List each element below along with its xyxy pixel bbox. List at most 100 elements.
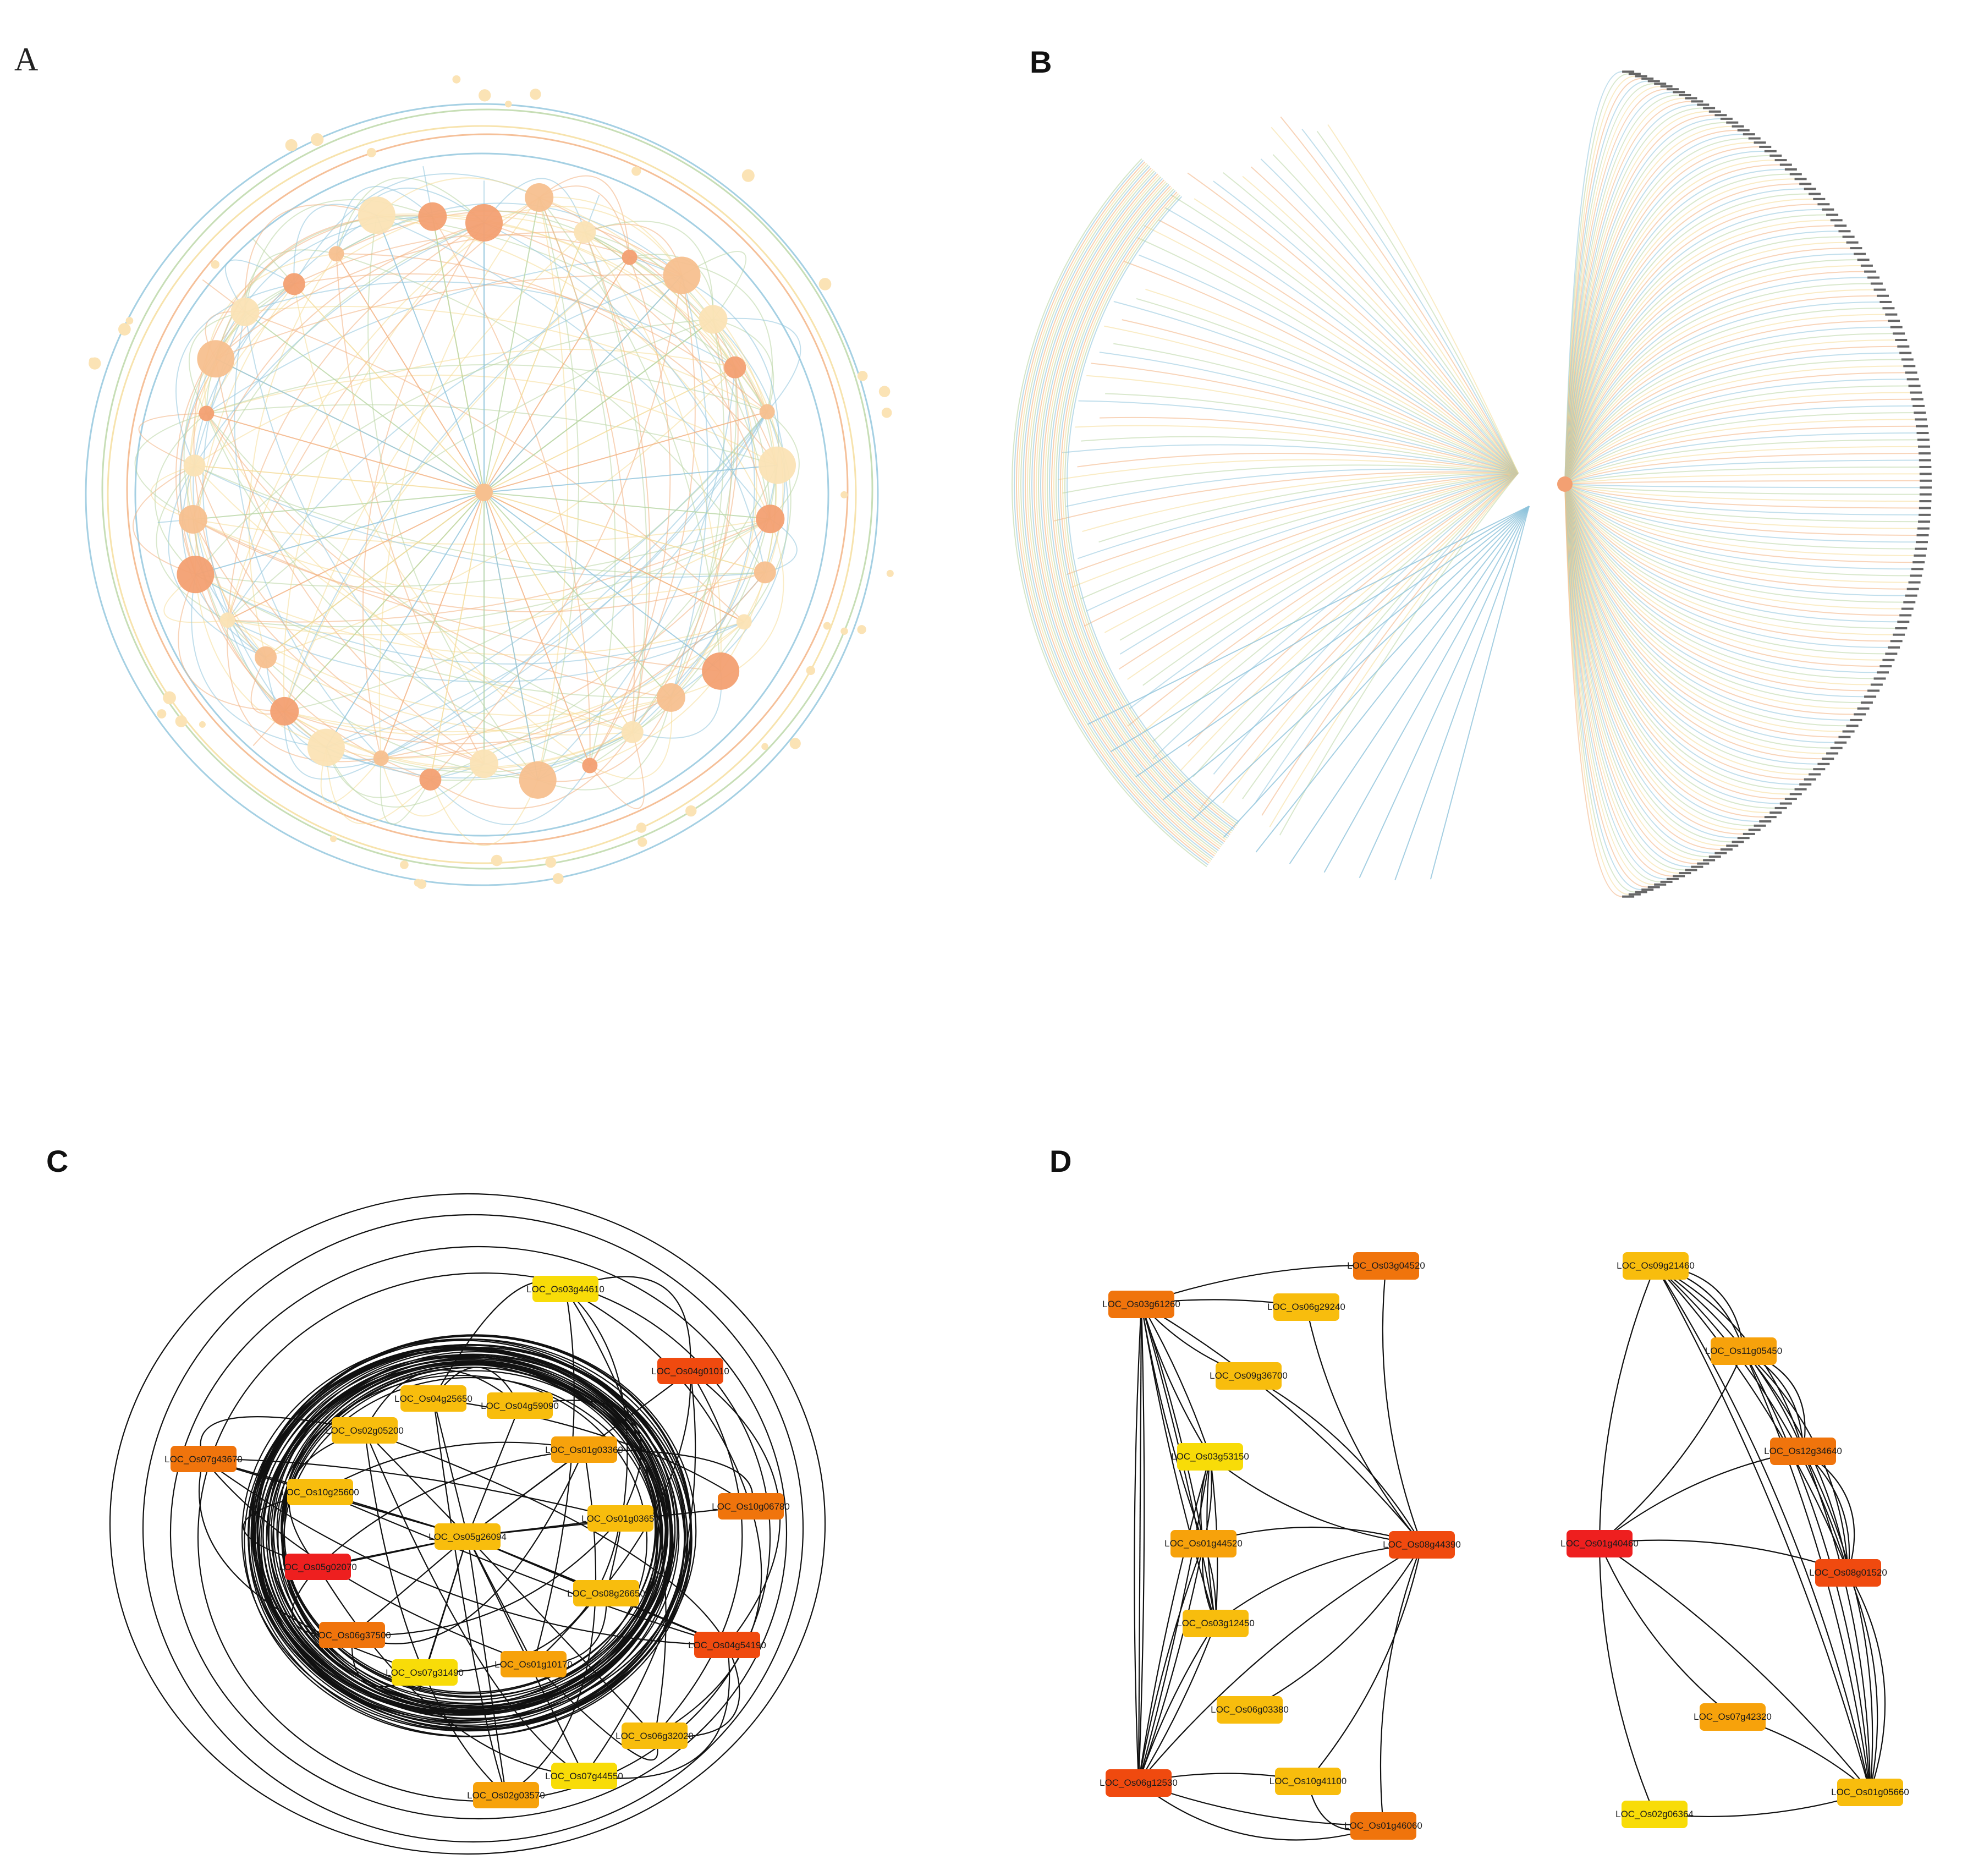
leaf-label-tick	[1784, 798, 1797, 800]
gene-node-label: LOC_Os03g61260	[1102, 1299, 1180, 1309]
spoke-edge	[376, 215, 485, 493]
gene-node-loc-os01g05660[interactable]: LOC_Os01g05660	[1831, 1779, 1909, 1806]
network-edge	[194, 465, 765, 575]
gene-node-loc-os01g46060[interactable]: LOC_Os01g46060	[1344, 1812, 1422, 1840]
gene-node-loc-os09g36700[interactable]: LOC_Os09g36700	[1210, 1362, 1288, 1390]
outer-arc-edge	[1045, 181, 1227, 841]
fan-edge	[1113, 343, 1519, 474]
gene-node-loc-os06g32020[interactable]: LOC_Os06g32020	[615, 1723, 694, 1749]
gene-node-loc-os04g25650[interactable]: LOC_Os04g25650	[394, 1385, 472, 1412]
gene-node-loc-os10g25600[interactable]: LOC_Os10g25600	[281, 1479, 359, 1505]
gene-node-box	[1770, 1438, 1836, 1465]
fan-edge	[1564, 484, 1880, 667]
gene-node-loc-os08g26650[interactable]: LOC_Os08g26650	[567, 1580, 645, 1606]
fan-edge	[1564, 484, 1760, 822]
gene-node-loc-os05g02070[interactable]: LOC_Os05g02070	[279, 1554, 357, 1580]
network-edge	[244, 204, 377, 312]
network-edge	[1655, 1265, 1849, 1573]
gene-node-loc-os04g54190[interactable]: LOC_Os04g54190	[688, 1632, 766, 1658]
leaf-label-tick	[1867, 276, 1880, 279]
gene-node-loc-os07g43670[interactable]: LOC_Os07g43670	[164, 1446, 243, 1472]
fan-edge	[1564, 193, 1809, 485]
gene-node-loc-os01g40460[interactable]: LOC_Os01g40460	[1560, 1530, 1639, 1557]
leaf-label-tick	[1908, 385, 1921, 387]
gene-node	[622, 249, 637, 265]
leaf-label-tick	[1873, 677, 1886, 680]
gene-node-loc-os10g41100[interactable]: LOC_Os10g41100	[1269, 1768, 1347, 1795]
network-edge	[253, 711, 285, 746]
gene-node-loc-os03g44610[interactable]: LOC_Os03g44610	[526, 1276, 604, 1302]
gene-node-loc-os03g53150[interactable]: LOC_Os03g53150	[1171, 1443, 1249, 1471]
fan-edge	[1564, 277, 1868, 485]
gene-node-loc-os11g05450[interactable]: LOC_Os11g05450	[1705, 1337, 1783, 1365]
gene-node-label: LOC_Os08g26650	[567, 1588, 645, 1599]
gene-node-loc-os08g44390[interactable]: LOC_Os08g44390	[1383, 1531, 1461, 1559]
gene-node-small	[414, 879, 422, 887]
gene-node-loc-os05g26094[interactable]: LOC_Os05g26094	[428, 1523, 507, 1550]
gene-node-box	[622, 1723, 688, 1749]
gene-node-box	[694, 1632, 760, 1658]
leaf-label-tick	[1737, 129, 1750, 131]
leaf-label-tick	[1905, 371, 1917, 374]
gene-node-loc-os04g01010[interactable]: LOC_Os04g01010	[651, 1358, 729, 1384]
network-edge	[227, 197, 540, 621]
gene-node-box	[1623, 1252, 1689, 1280]
gene-node	[199, 405, 215, 421]
gene-node-loc-os12g34640[interactable]: LOC_Os12g34640	[1764, 1438, 1842, 1465]
fan-edge	[1564, 283, 1871, 485]
fan-edge	[1564, 484, 1790, 795]
gene-node-loc-os01g44520[interactable]: LOC_Os01g44520	[1164, 1530, 1243, 1557]
gene-node-loc-os04g59090[interactable]: LOC_Os04g59090	[481, 1392, 559, 1419]
gene-node-loc-os03g04520[interactable]: LOC_Os03g04520	[1347, 1252, 1425, 1280]
fan-edge	[1080, 473, 1519, 600]
gene-node-loc-os03g12450[interactable]: LOC_Os03g12450	[1177, 1610, 1255, 1637]
gene-node-label: LOC_Os04g01010	[651, 1366, 729, 1376]
leaf-label-tick	[1708, 110, 1721, 113]
spoke-edge	[1087, 506, 1530, 725]
network-edge	[537, 697, 672, 782]
fan-edge	[1250, 166, 1519, 474]
leaf-label-tick	[1915, 547, 1927, 550]
gene-node-small	[366, 147, 376, 157]
gene-node-loc-os06g03380[interactable]: LOC_Os06g03380	[1211, 1696, 1289, 1724]
gene-node-loc-os08g01520[interactable]: LOC_Os08g01520	[1809, 1559, 1887, 1587]
gene-node-label: LOC_Os06g32020	[615, 1731, 694, 1741]
spoke-edge	[483, 411, 767, 493]
leaf-label-tick	[1647, 886, 1660, 888]
gene-node-small	[840, 491, 848, 498]
gene-node-loc-os06g12530[interactable]: LOC_Os06g12530	[1100, 1769, 1178, 1797]
network-edge	[284, 256, 630, 712]
leaf-label-tick	[1870, 282, 1883, 285]
gene-node-loc-os01g03360[interactable]: LOC_Os01g03360	[545, 1436, 623, 1463]
leaf-label-tick	[1888, 320, 1900, 322]
gene-node-loc-os01g03650[interactable]: LOC_Os01g03650	[581, 1505, 660, 1532]
network-edge	[206, 374, 778, 466]
network-edge	[1655, 1265, 1849, 1573]
gene-node-loc-os07g42320[interactable]: LOC_Os07g42320	[1694, 1703, 1772, 1731]
gene-node-loc-os02g06364[interactable]: LOC_Os02g06364	[1615, 1801, 1694, 1828]
network-edge	[1599, 1350, 1745, 1544]
gene-node-loc-os02g03570[interactable]: LOC_Os02g03570	[467, 1782, 545, 1808]
gene-node-loc-os01g10170[interactable]: LOC_Os01g10170	[494, 1651, 573, 1677]
fan-edge	[1075, 425, 1519, 474]
leaf-label-tick	[1817, 203, 1830, 206]
gene-node-loc-os09g21460[interactable]: LOC_Os09g21460	[1617, 1252, 1695, 1280]
gene-node-loc-os02g05200[interactable]: LOC_Os02g05200	[326, 1417, 404, 1444]
gene-node-loc-os06g29240[interactable]: LOC_Os06g29240	[1267, 1293, 1345, 1321]
gene-node-loc-os06g37500[interactable]: LOC_Os06g37500	[313, 1622, 391, 1648]
gene-node	[699, 305, 728, 334]
gene-node-box	[287, 1479, 353, 1505]
fan-edge	[1255, 473, 1519, 803]
network-edge	[631, 367, 737, 733]
leaf-label-tick	[1703, 107, 1716, 109]
network-edge	[200, 1416, 365, 1460]
gene-node-loc-os07g44550[interactable]: LOC_Os07g44550	[545, 1763, 623, 1789]
fan-edge	[1564, 220, 1831, 485]
gene-node-loc-os07g31490[interactable]: LOC_Os07g31490	[386, 1659, 464, 1686]
gene-node-loc-os03g61260[interactable]: LOC_Os03g61260	[1102, 1291, 1180, 1318]
gene-node-small	[505, 100, 512, 108]
fan-edge	[1564, 484, 1721, 851]
gene-node-loc-os10g06780[interactable]: LOC_Os10g06780	[712, 1493, 790, 1520]
network-edge	[671, 367, 757, 698]
